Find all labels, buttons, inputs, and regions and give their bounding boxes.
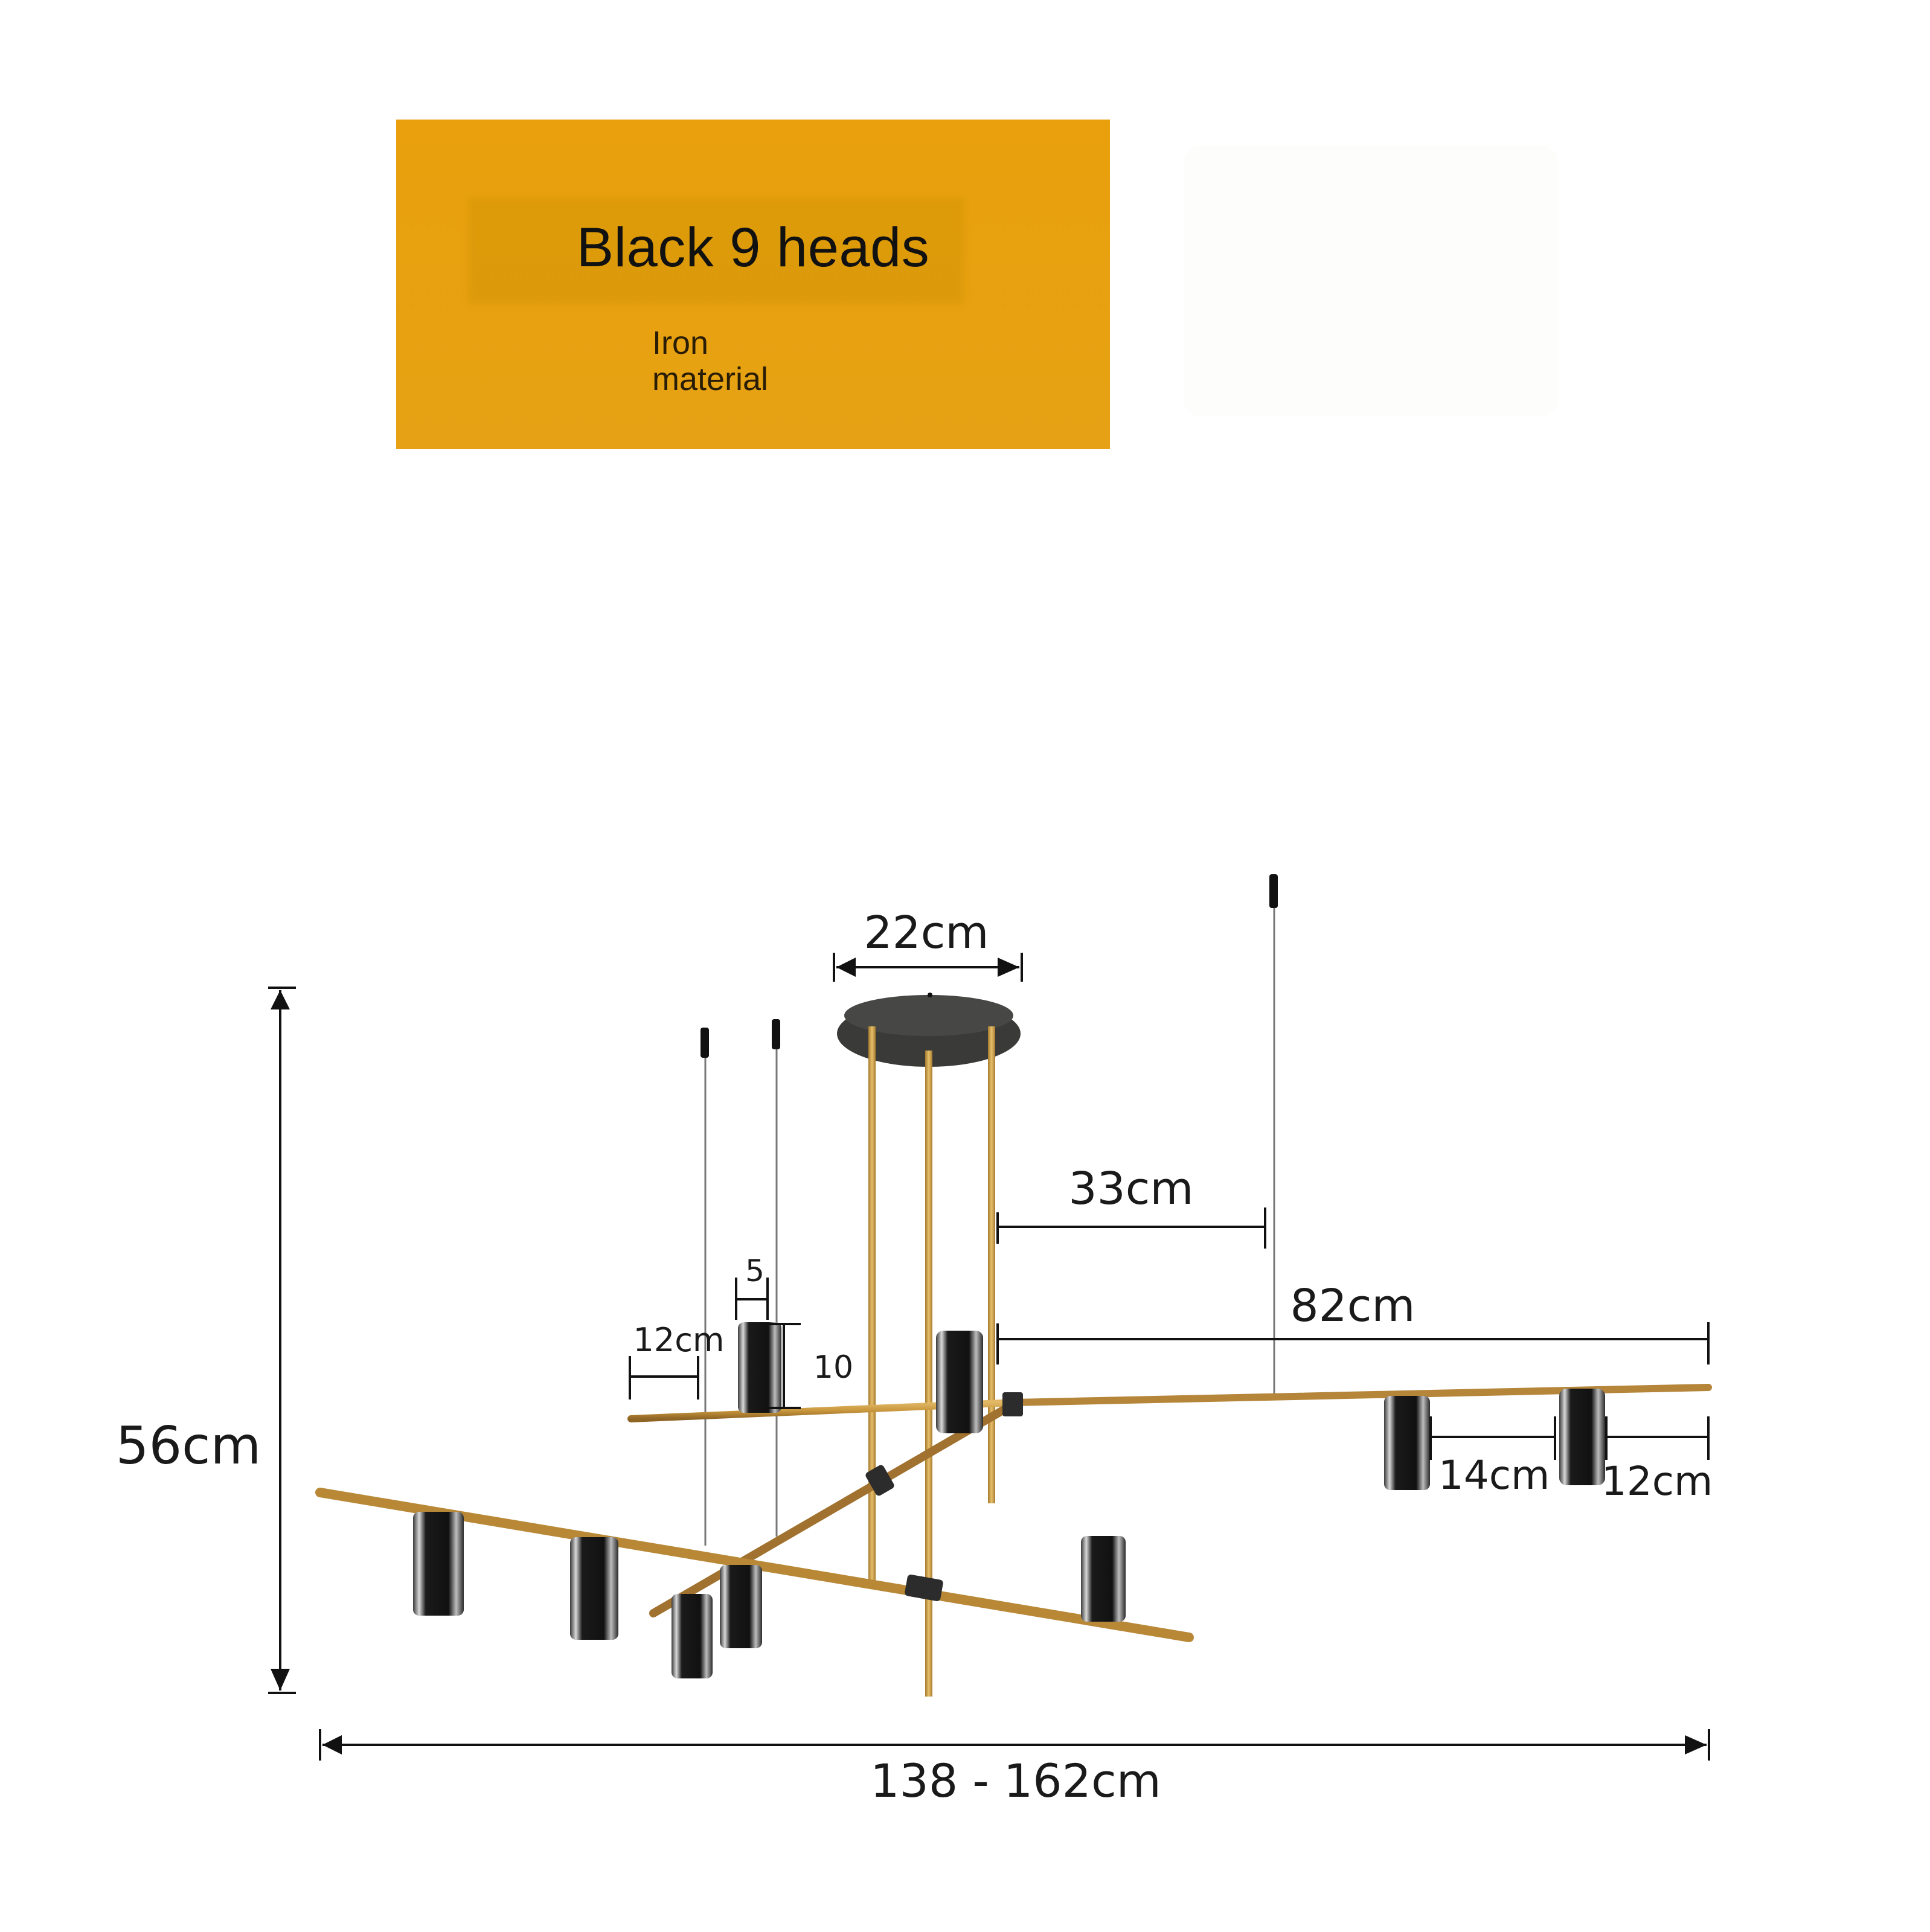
label-total-width: 138 - 162cm	[870, 1754, 1161, 1808]
shade-6	[570, 1537, 618, 1640]
label-shade-spacing: 14cm	[1438, 1452, 1550, 1499]
dimension-lines	[268, 953, 1710, 1761]
diagonal-arm	[649, 1396, 1024, 1617]
label-right-end-offset: 12cm	[1601, 1458, 1713, 1505]
vertical-rods	[868, 1026, 995, 1697]
lamp-shades	[413, 1322, 1605, 1678]
shade-9	[1081, 1536, 1126, 1622]
brass-arms	[315, 1384, 1712, 1642]
label-shade-height: 10	[813, 1349, 853, 1386]
label-canopy-diameter: 22cm	[864, 907, 989, 959]
dimension-labels: 22cm 56cm 138 - 162cm 33cm 82cm 5 10 12c…	[116, 907, 1713, 1808]
shade-8	[720, 1565, 762, 1648]
shade-2	[936, 1331, 983, 1433]
shade-1	[738, 1322, 781, 1413]
material-line-1: Iron	[652, 325, 709, 361]
label-right-arm-length: 82cm	[1290, 1280, 1415, 1332]
variant-title: Black 9 heads	[576, 217, 930, 278]
shade-7	[672, 1594, 713, 1678]
variant-option-card[interactable]: Black 9 heads Iron material	[396, 120, 1110, 449]
label-left-end-offset: 12cm	[633, 1321, 724, 1359]
variant-material: Iron material	[652, 325, 768, 397]
shade-3	[1384, 1396, 1430, 1490]
title-highlight	[469, 198, 964, 304]
ceiling-canopy	[837, 993, 1021, 1067]
suspension-cables	[704, 894, 1275, 1546]
shade-5	[413, 1512, 464, 1616]
label-arm-offset: 33cm	[1069, 1163, 1194, 1215]
cable-anchors	[701, 874, 1278, 1058]
arm-connectors	[865, 1392, 1023, 1601]
faded-variant-panel	[1184, 145, 1558, 417]
label-shade-width: 5	[745, 1253, 765, 1288]
shade-4	[1559, 1389, 1605, 1485]
label-height: 56cm	[116, 1416, 261, 1476]
material-line-2: material	[652, 361, 769, 397]
